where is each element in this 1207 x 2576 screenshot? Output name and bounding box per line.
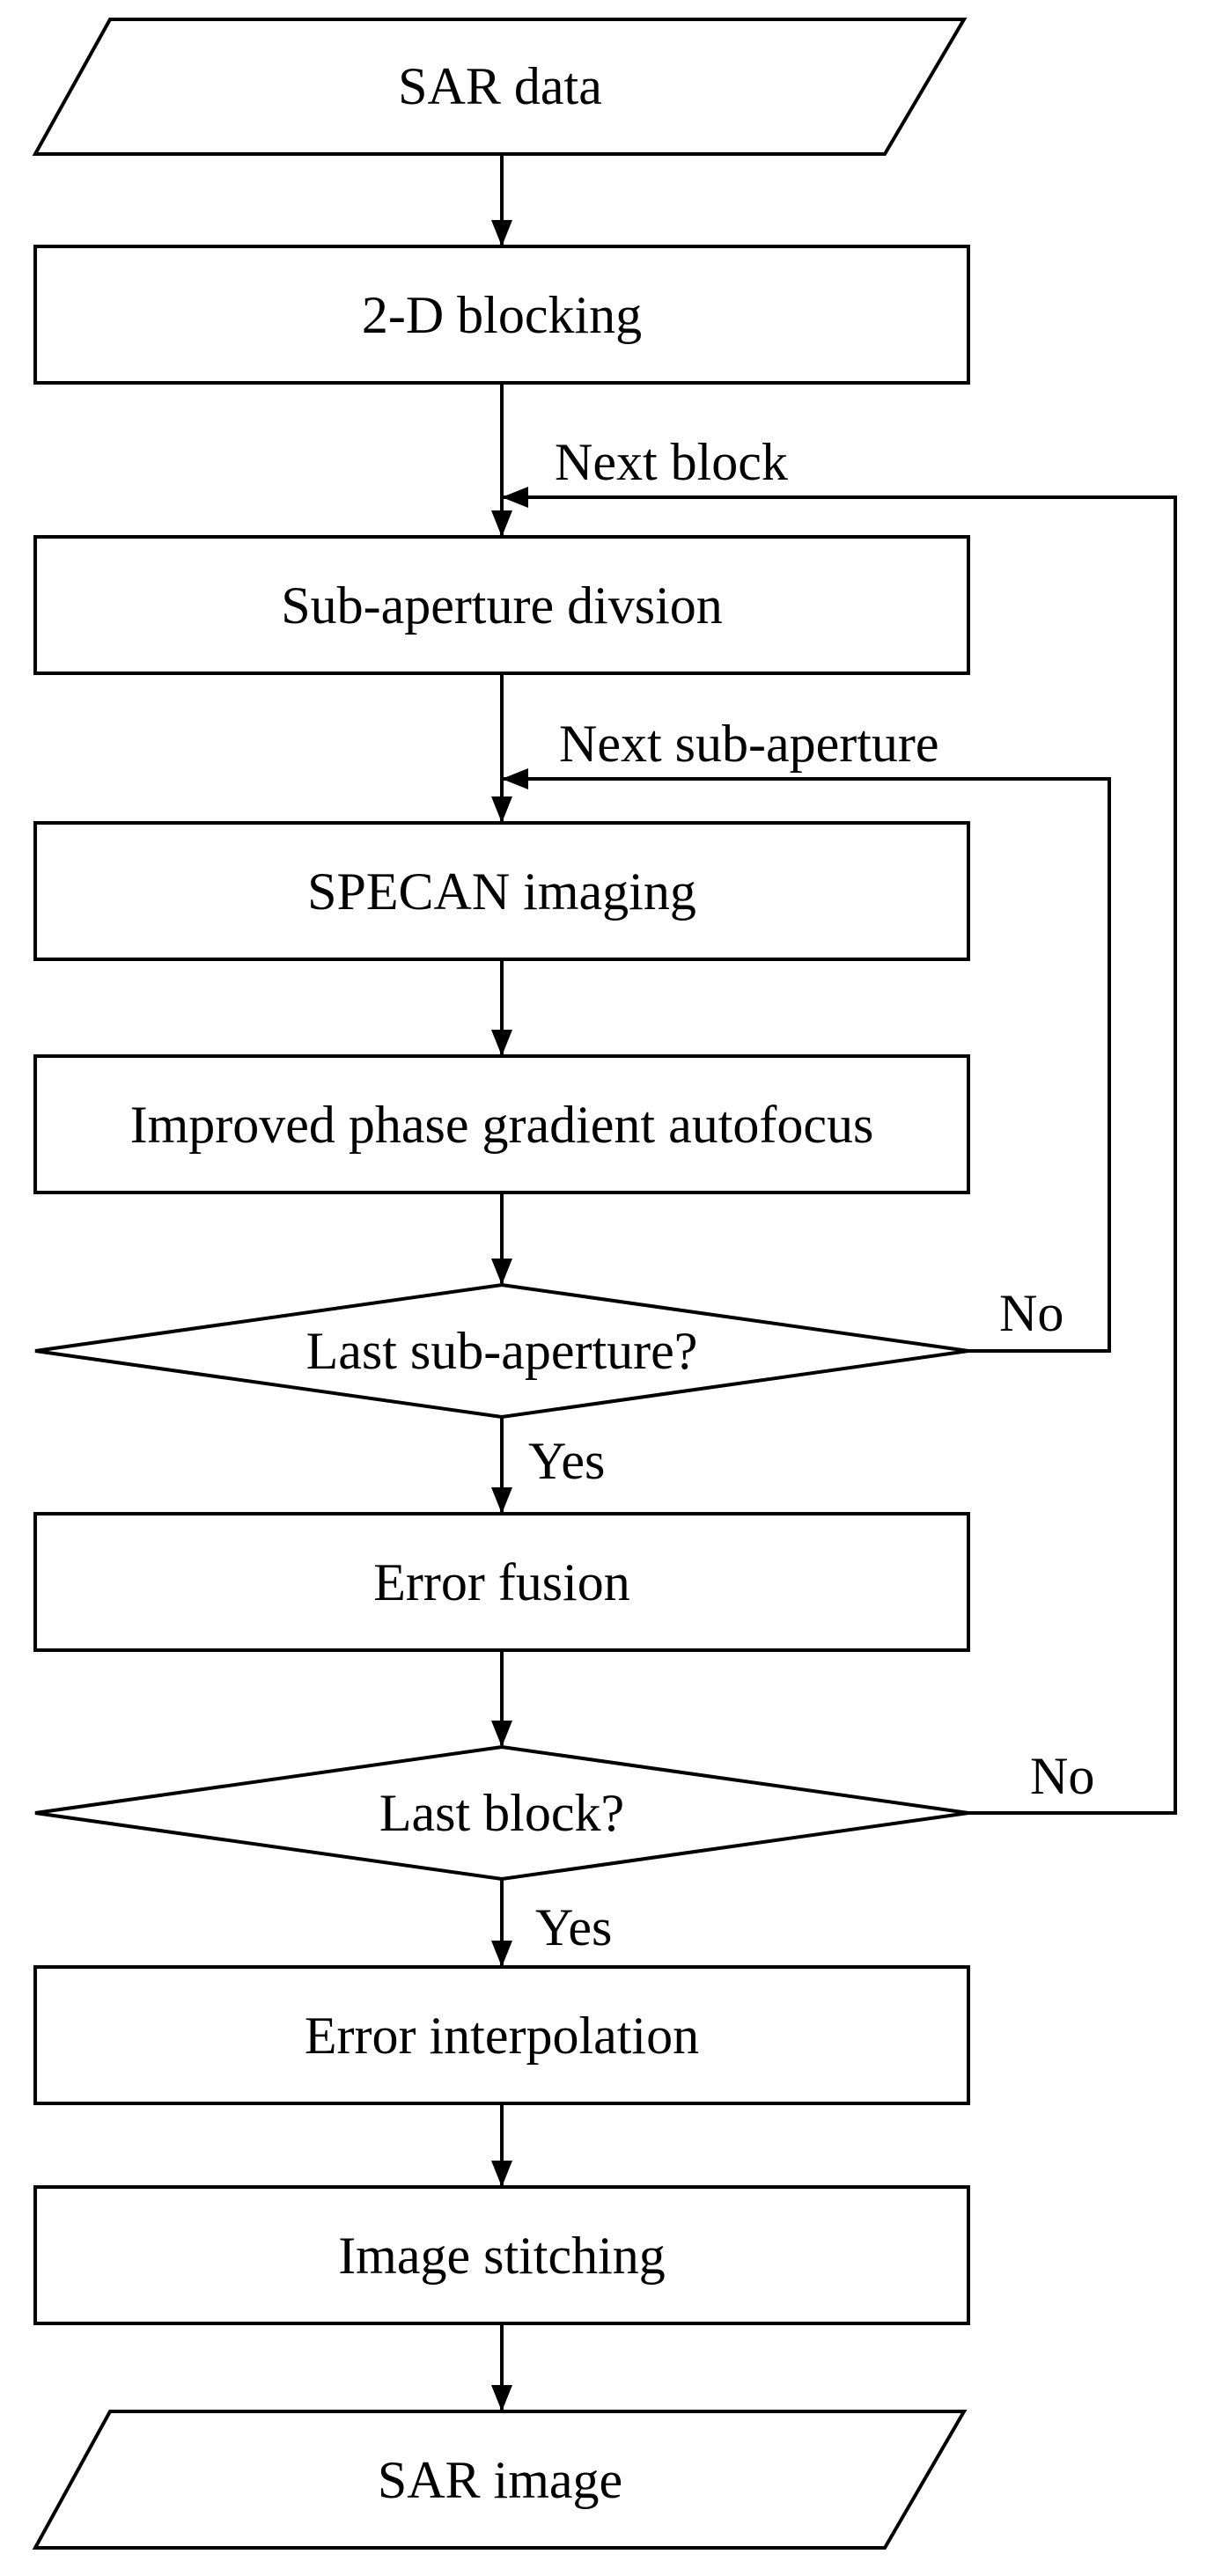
image-stitching-node: Image stitching [33,2185,970,2325]
error-fusion-node: Error fusion [33,1512,970,1652]
no-subaperture-label: No [999,1284,1063,1342]
last-subaperture-decision: Last sub-aperture? [34,1282,969,1420]
last-block-label: Last block? [379,1784,624,1842]
error-interpolation-label: Error interpolation [305,2007,699,2065]
next-subaperture-label: Next sub-aperture [559,715,938,773]
loop-next-subaperture [502,768,1111,1353]
blocking-label: 2-D blocking [362,286,642,344]
pga-node: Improved phase gradient autofocus [33,1054,970,1194]
sar-image-label: SAR image [378,2451,622,2509]
sar-data-node: SAR data [32,18,968,156]
last-block-decision: Last block? [34,1744,969,1882]
next-block-label: Next block [555,433,788,491]
image-stitching-label: Image stitching [338,2227,666,2285]
specan-label: SPECAN imaging [307,862,696,921]
pga-label: Improved phase gradient autofocus [130,1096,874,1154]
specan-node: SPECAN imaging [33,821,970,961]
yes-block-label: Yes [535,1898,612,1956]
last-subaperture-label: Last sub-aperture? [306,1322,698,1380]
sar-image-node: SAR image [32,2410,968,2550]
no-block-label: No [1030,1747,1094,1805]
sar-data-label: SAR data [398,57,602,115]
subaperture-division-label: Sub-aperture divsion [281,576,723,635]
loop-next-block [502,487,1177,1815]
yes-subaperture-label: Yes [528,1432,605,1490]
error-interpolation-node: Error interpolation [33,1965,970,2105]
subaperture-division-node: Sub-aperture divsion [33,535,970,675]
error-fusion-label: Error fusion [373,1553,630,1611]
blocking-node: 2-D blocking [33,245,970,385]
